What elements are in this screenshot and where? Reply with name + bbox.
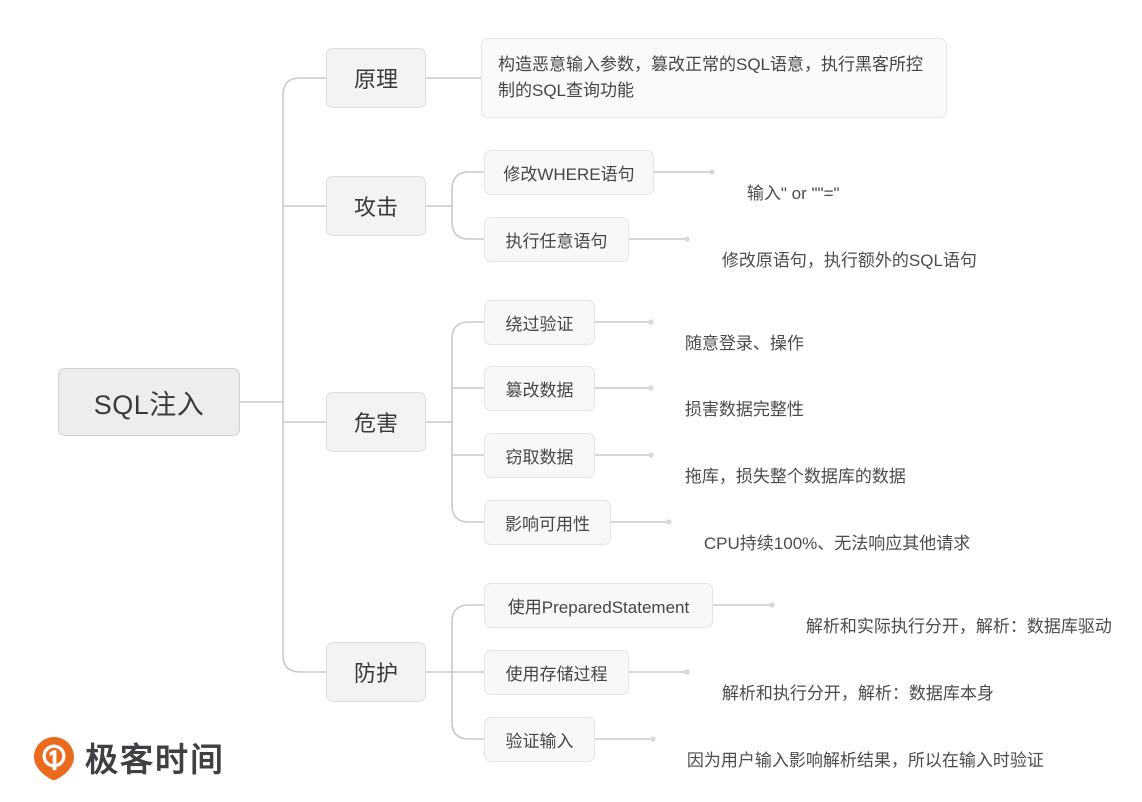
branch-node-harm[interactable]: 危害	[326, 392, 426, 452]
root-node-label: SQL注入	[93, 389, 205, 420]
leaf-node-steal-data[interactable]: 窃取数据	[484, 433, 595, 478]
note-impact-availability-text: CPU持续100%、无法响应其他请求	[703, 534, 971, 554]
note-arbitrary-statement-text: 修改原语句，执行额外的SQL语句	[721, 251, 977, 271]
note-validate-input: 因为用户输入影响解析结果，所以在输入时验证	[668, 728, 1044, 794]
note-modify-where-text: 输入" or ""="	[746, 184, 840, 204]
note-impact-availability: CPU持续100%、无法响应其他请求	[685, 511, 970, 577]
branch-node-attack-label: 攻击	[353, 195, 398, 220]
leaf-node-steal-data-label: 窃取数据	[505, 448, 574, 467]
branch-node-defense[interactable]: 防护	[326, 642, 426, 702]
note-stored-procedure: 解析和执行分开，解析：数据库本身	[703, 661, 994, 727]
leaf-node-tamper-data[interactable]: 篡改数据	[484, 366, 595, 411]
leaf-node-prepared-statement-label: 使用PreparedStatement	[507, 598, 690, 617]
branch-node-principle[interactable]: 原理	[326, 48, 426, 108]
note-prepared-statement-text: 解析和实际执行分开，解析：数据库驱动	[805, 617, 1112, 637]
leaf-node-impact-availability[interactable]: 影响可用性	[484, 500, 611, 545]
branch-node-harm-label: 危害	[353, 411, 398, 436]
leaf-node-bypass-auth-label: 绕过验证	[505, 315, 574, 334]
root-node-sql-injection[interactable]: SQL注入	[58, 368, 240, 436]
note-prepared-statement: 解析和实际执行分开，解析：数据库驱动	[787, 594, 1112, 660]
leaf-node-modify-where-label: 修改WHERE语句	[503, 165, 635, 184]
geektime-logo-text: 极客时间	[85, 740, 225, 778]
description-principle-text: 构造恶意输入参数，篡改正常的SQL语意，执行黑客所控制的SQL查询功能	[498, 54, 924, 100]
leaf-node-prepared-statement[interactable]: 使用PreparedStatement	[484, 583, 713, 628]
leaf-node-impact-availability-label: 影响可用性	[505, 515, 590, 534]
leaf-node-bypass-auth[interactable]: 绕过验证	[484, 300, 595, 345]
leaf-node-stored-procedure[interactable]: 使用存储过程	[484, 650, 629, 695]
leaf-node-stored-procedure-label: 使用存储过程	[505, 665, 608, 684]
leaf-node-modify-where[interactable]: 修改WHERE语句	[484, 150, 654, 195]
note-steal-data: 拖库，损失整个数据库的数据	[666, 444, 906, 510]
leaf-node-tamper-data-label: 篡改数据	[505, 381, 574, 400]
geektime-logo-icon	[32, 736, 76, 782]
leaf-node-arbitrary-statement-label: 执行任意语句	[505, 232, 608, 251]
geektime-logo: 极客时间	[32, 736, 225, 782]
description-principle[interactable]: 构造恶意输入参数，篡改正常的SQL语意，执行黑客所控制的SQL查询功能	[481, 38, 947, 118]
leaf-node-arbitrary-statement[interactable]: 执行任意语句	[484, 217, 629, 262]
note-steal-data-text: 拖库，损失整个数据库的数据	[684, 467, 906, 487]
branch-node-attack[interactable]: 攻击	[326, 176, 426, 236]
note-modify-where: 输入" or ""="	[728, 161, 840, 227]
note-bypass-auth-text: 随意登录、操作	[684, 334, 804, 354]
note-tamper-data: 损害数据完整性	[666, 377, 804, 443]
branch-node-defense-label: 防护	[353, 661, 398, 686]
note-stored-procedure-text: 解析和执行分开，解析：数据库本身	[721, 684, 994, 704]
leaf-node-validate-input-label: 验证输入	[505, 732, 574, 751]
note-validate-input-text: 因为用户输入影响解析结果，所以在输入时验证	[686, 751, 1044, 771]
leaf-node-validate-input[interactable]: 验证输入	[484, 717, 595, 762]
note-arbitrary-statement: 修改原语句，执行额外的SQL语句	[703, 228, 977, 294]
note-tamper-data-text: 损害数据完整性	[684, 400, 804, 420]
branch-node-principle-label: 原理	[353, 67, 398, 92]
note-bypass-auth: 随意登录、操作	[666, 311, 804, 377]
